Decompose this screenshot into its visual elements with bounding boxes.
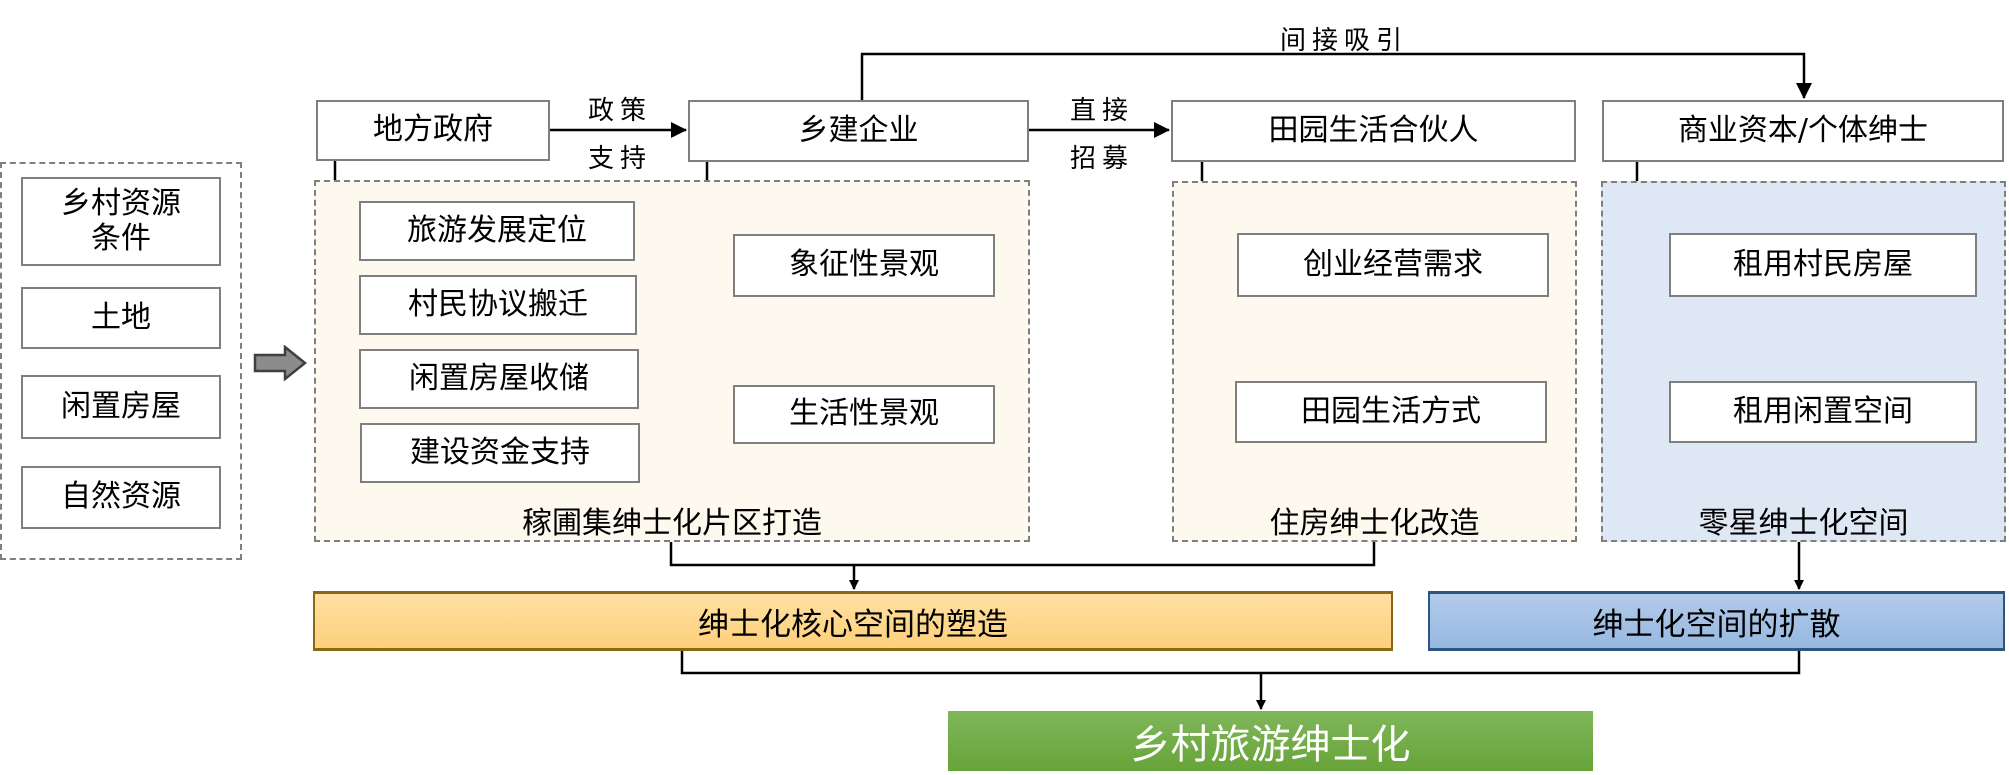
resource-land: 土地 [21, 287, 221, 349]
edge-label-policy-top: 政策 [588, 96, 653, 126]
gov-action: 建设资金支持 [360, 423, 640, 483]
right-arrow-icon [253, 345, 308, 381]
region-housing-label: 住房绅士化改造 [1269, 506, 1480, 541]
edge-label-policy-bottom: 支持 [588, 144, 653, 174]
actor-partners: 田园生活合伙人 [1171, 100, 1576, 162]
edge-label-indirect: 间接吸引 [1280, 26, 1409, 56]
region-district-label: 稼圃集绅士化片区打造 [522, 506, 822, 541]
capital-action: 租用闲置空间 [1669, 381, 1977, 443]
resource-rural-conditions: 乡村资源 条件 [21, 177, 221, 266]
gov-action: 村民协议搬迁 [359, 275, 637, 335]
actor-government: 地方政府 [316, 100, 550, 161]
gov-action: 旅游发展定位 [359, 201, 635, 261]
partner-action: 田园生活方式 [1235, 381, 1547, 443]
partner-action: 创业经营需求 [1237, 233, 1549, 297]
bracket-final [680, 651, 1801, 675]
resource-natural: 自然资源 [21, 466, 221, 529]
outcome-diffusion: 绅士化空间的扩散 [1428, 591, 2005, 651]
edge-label-direct-top: 直接 [1070, 96, 1135, 126]
outcome-core-space: 绅士化核心空间的塑造 [313, 591, 1393, 651]
enterprise-action: 象征性景观 [733, 234, 995, 297]
outcome-final: 乡村旅游绅士化 [948, 711, 1593, 771]
arrow-indirect-attract [860, 52, 1812, 100]
edge-label-direct-bottom: 招募 [1070, 144, 1135, 174]
region-scattered-label: 零星绅士化空间 [1698, 506, 1909, 541]
actor-enterprise: 乡建企业 [688, 100, 1029, 162]
bracket-core [669, 542, 1376, 567]
capital-action: 租用村民房屋 [1669, 233, 1977, 297]
actor-capital: 商业资本/个体绅士 [1602, 100, 2004, 162]
gov-action: 闲置房屋收储 [359, 349, 639, 409]
enterprise-action: 生活性景观 [733, 385, 995, 444]
resource-idle-housing: 闲置房屋 [21, 375, 221, 439]
